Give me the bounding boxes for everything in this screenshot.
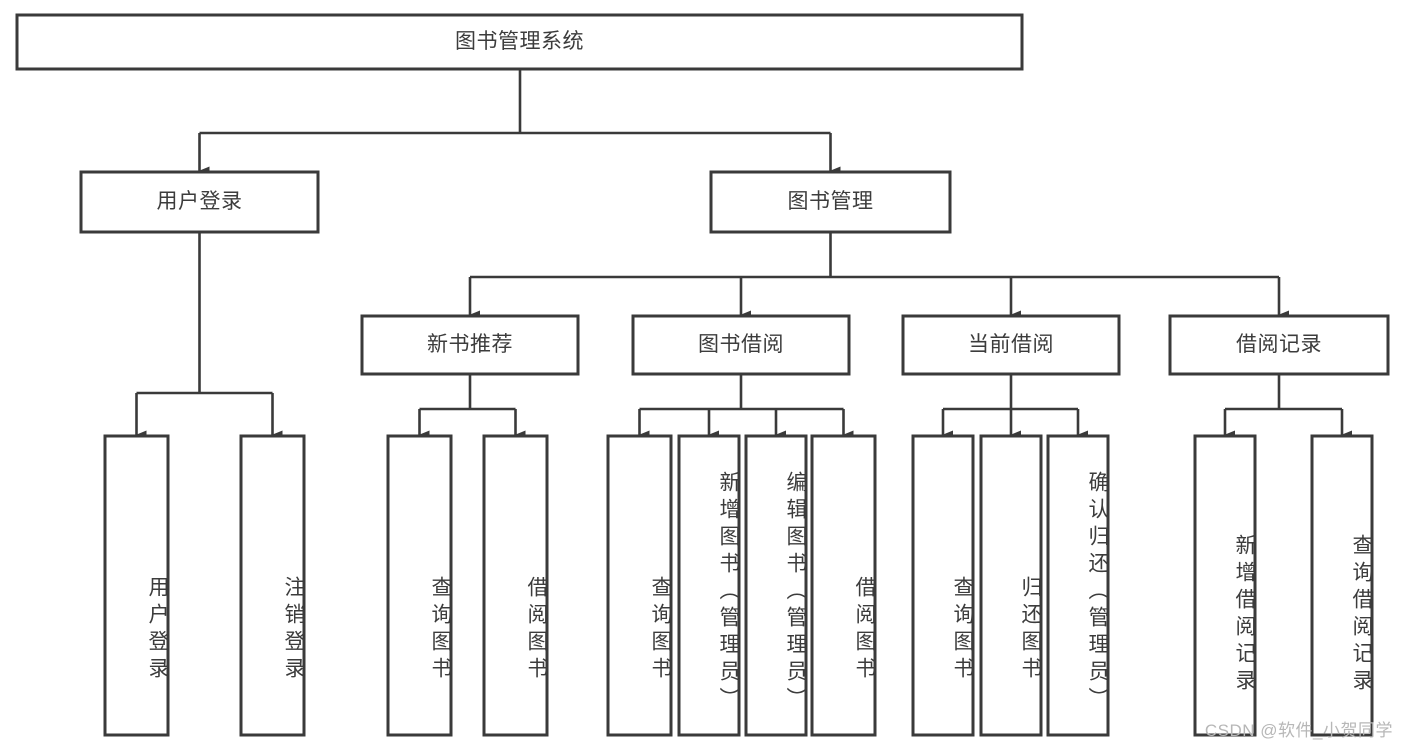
- node-box-leaf-query-borrow-record[interactable]: [1310, 434, 1374, 737]
- connector-lines: [135, 69, 1352, 440]
- node-box-leaf-add-book-admin[interactable]: [677, 434, 741, 737]
- node-box-leaf-borrow-book-rec[interactable]: [482, 434, 549, 737]
- node-box-leaf-add-borrow-record[interactable]: [1193, 434, 1257, 737]
- node-box-leaf-logout[interactable]: [239, 434, 306, 737]
- node-box-new-book-recommend[interactable]: [360, 314, 580, 376]
- node-box-leaf-user-login[interactable]: [103, 434, 170, 737]
- node-box-leaf-borrow-book[interactable]: [810, 434, 877, 737]
- node-box-root[interactable]: [15, 13, 1024, 71]
- node-box-borrow-record[interactable]: [1168, 314, 1390, 376]
- node-box-leaf-edit-book-admin[interactable]: [744, 434, 808, 737]
- node-box-leaf-confirm-return-admin[interactable]: [1046, 434, 1110, 737]
- node-box-leaf-return-book[interactable]: [979, 434, 1043, 737]
- csdn-watermark: CSDN @软件_小贺同学: [1204, 721, 1393, 740]
- node-box-book-manage[interactable]: [709, 170, 952, 234]
- node-box-user-login[interactable]: [79, 170, 320, 234]
- node-box-leaf-query-book-borrow[interactable]: [606, 434, 673, 737]
- node-boxes: [15, 13, 1390, 737]
- node-box-current-borrow[interactable]: [901, 314, 1121, 376]
- node-box-book-borrow[interactable]: [631, 314, 851, 376]
- node-box-leaf-query-book-rec[interactable]: [386, 434, 453, 737]
- node-box-leaf-query-book-current[interactable]: [911, 434, 975, 737]
